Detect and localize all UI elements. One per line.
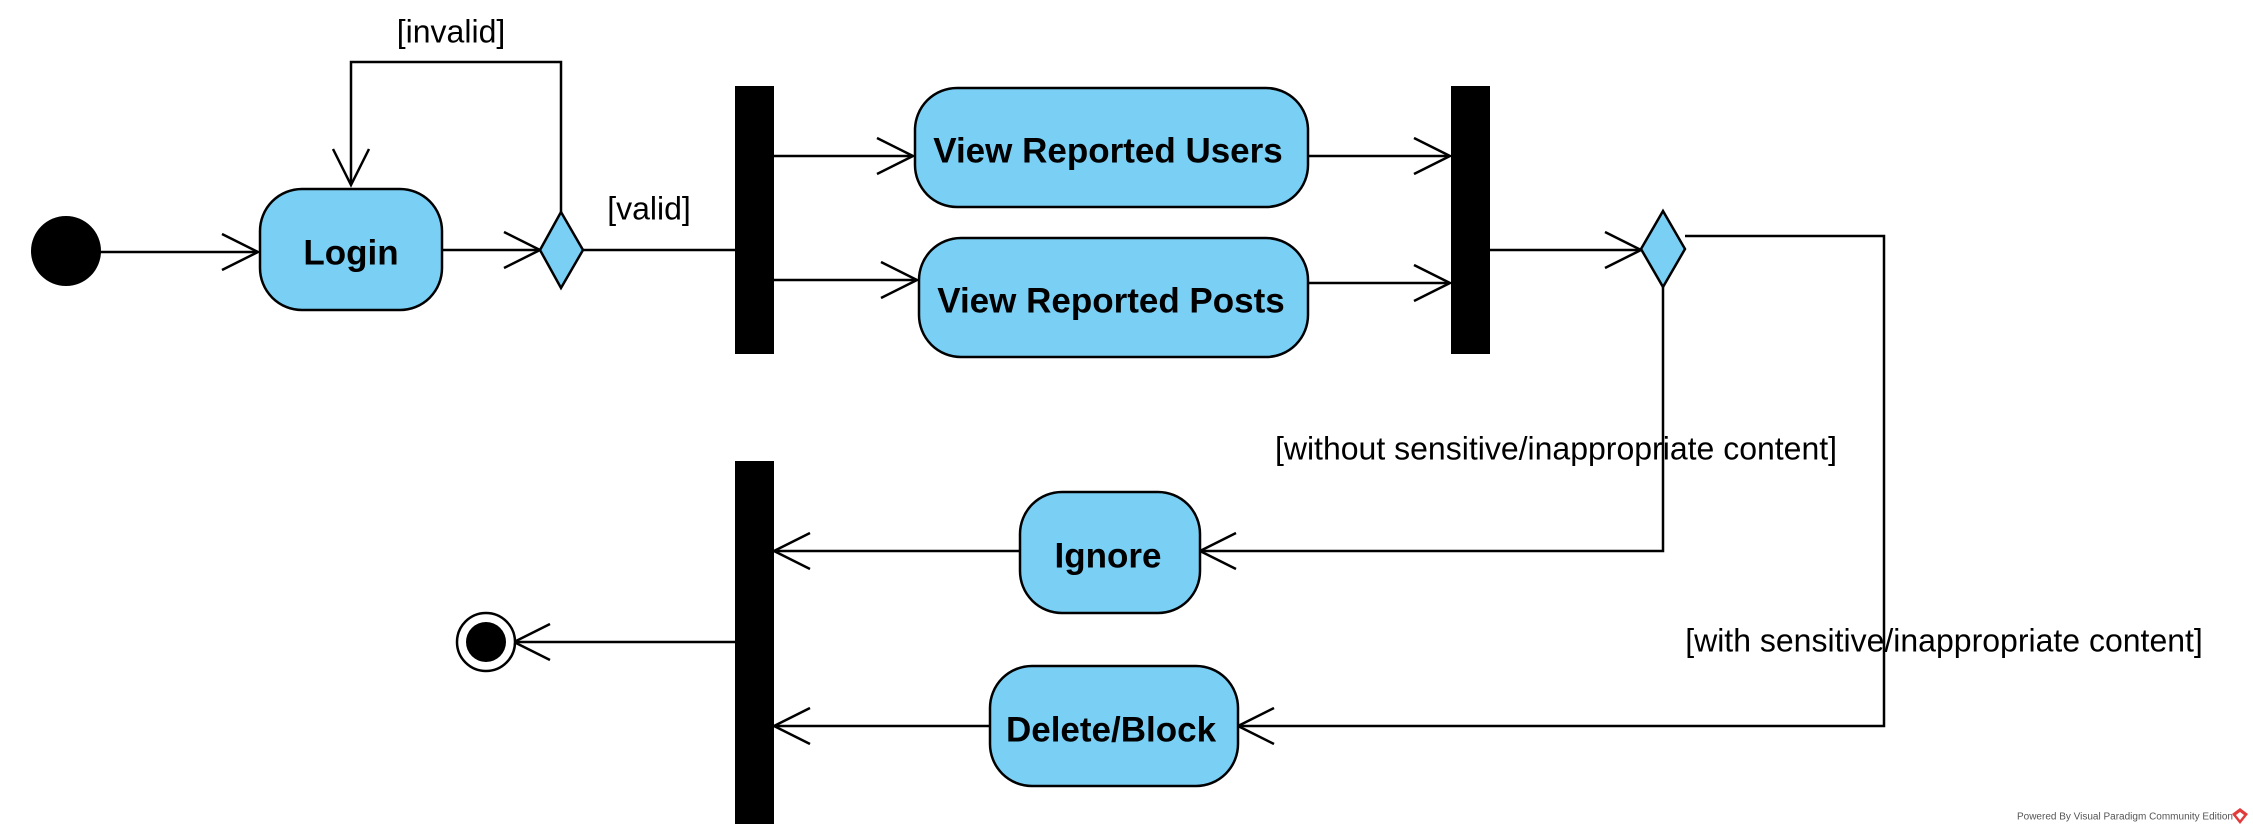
action-view-reported-users-label: View Reported Users	[933, 131, 1283, 170]
guard-valid: [valid]	[607, 190, 691, 226]
decision-node-content	[1639, 208, 1687, 290]
action-login-label: Login	[303, 233, 398, 272]
join-bar	[1451, 86, 1490, 354]
arrowhead-view-posts-to-join	[1413, 263, 1453, 303]
action-view-reported-users-box	[913, 86, 1310, 209]
watermark-text: Powered By Visual Paradigm Community Edi…	[2017, 812, 2233, 823]
action-view-reported-posts-box	[917, 236, 1310, 359]
flow-invalid-loop	[349, 60, 563, 212]
decision-node-login	[538, 209, 585, 291]
watermark: Powered By Visual Paradigm Community Edi…	[2017, 808, 2248, 824]
action-delete-block-box	[988, 664, 1240, 788]
guard-invalid: [invalid]	[397, 13, 506, 49]
final-node-inner-dot	[466, 622, 506, 662]
flow-decision-to-delete	[1238, 234, 1886, 728]
action-login-box	[258, 187, 444, 312]
action-ignore-label: Ignore	[1055, 536, 1162, 575]
final-node	[455, 611, 517, 673]
action-view-reported-users: View Reported Users	[913, 86, 1310, 209]
initial-node	[31, 216, 101, 286]
action-login: Login	[258, 187, 444, 312]
action-ignore-box	[1018, 490, 1202, 615]
arrowhead-view-users-to-join	[1413, 136, 1453, 176]
flow-decision-to-ignore	[1200, 285, 1665, 553]
merge-bar	[735, 461, 774, 824]
visual-paradigm-logo-icon	[2232, 808, 2248, 824]
guard-with-sensitive: [with sensitive/inappropriate content]	[1685, 622, 2203, 658]
guard-without-sensitive: [without sensitive/inappropriate content…	[1275, 430, 1837, 466]
arrowhead-initial-to-login	[221, 232, 261, 272]
arrowhead-fork-to-view-posts	[880, 260, 920, 300]
fork-bar	[735, 86, 774, 354]
arrowhead-invalid-loop	[331, 148, 371, 188]
action-view-reported-posts-label: View Reported Posts	[937, 281, 1285, 320]
arrowhead-fork-to-view-users	[876, 136, 916, 176]
action-ignore: Ignore	[1018, 490, 1202, 615]
action-delete-block: Delete/Block	[988, 664, 1240, 788]
action-delete-block-label: Delete/Block	[1006, 710, 1217, 749]
action-view-reported-posts: View Reported Posts	[917, 236, 1310, 359]
